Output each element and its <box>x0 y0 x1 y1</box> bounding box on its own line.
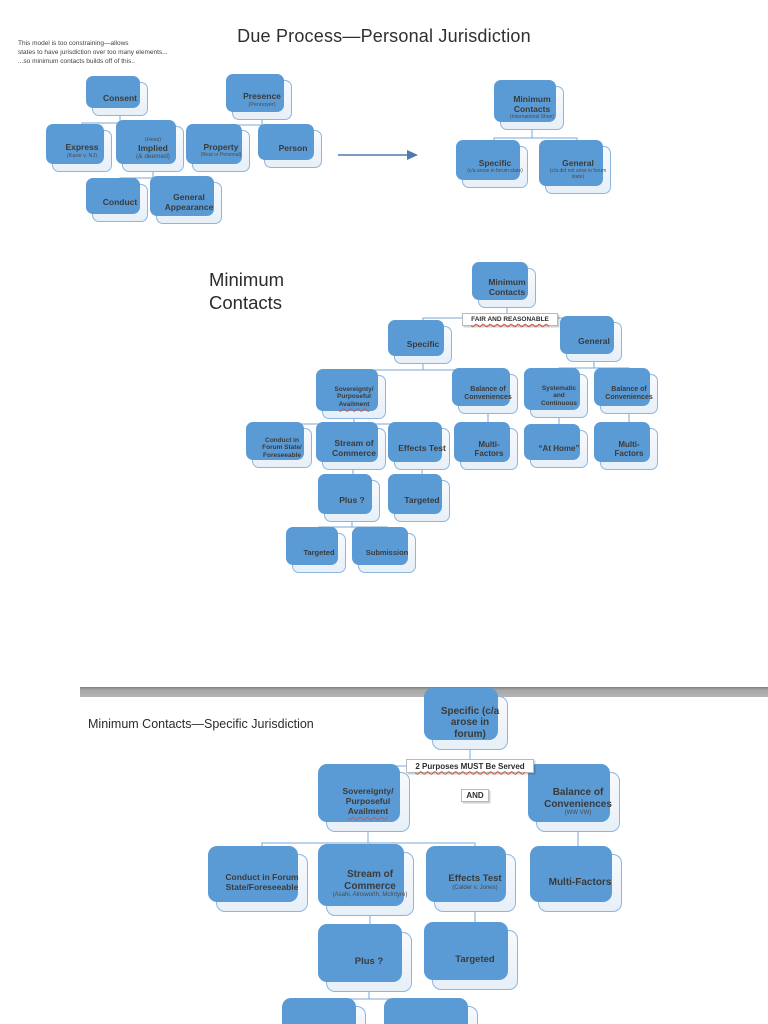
node-plus3: Plus ? <box>318 924 412 992</box>
node-multi-specific2: Multi-Factors <box>454 422 518 470</box>
annotation-line: states to have jurisdiction over too man… <box>18 48 168 56</box>
annotation-line: ...so minimum contacts builds off of thi… <box>18 57 135 65</box>
node-conduct: Conduct <box>86 178 148 222</box>
node-cutoff-right <box>384 998 478 1024</box>
diagram2-title: Minimum Contacts <box>209 269 285 314</box>
node-cutoff-left <box>282 998 366 1024</box>
node-general2: General <box>560 316 622 362</box>
node-consent: Consent <box>86 76 148 116</box>
node-express: Express (Kane v. NJ) <box>46 124 112 172</box>
diagram1-title: Due Process—Personal Jurisdiction <box>237 26 531 46</box>
node-sovereignty2: Sovereignty/ Purposeful Availment <box>316 369 386 419</box>
node-person: Person <box>258 124 322 168</box>
node-balance-general2: Balance of Conveniences <box>594 368 658 414</box>
right-arrow-icon <box>338 150 418 160</box>
two-purposes-label: 2 Purposes MUST Be Served <box>406 759 534 773</box>
node-general-jx: General (c/a did not arise in forum stat… <box>539 140 611 194</box>
node-multi3: Multi-Factors <box>530 846 622 912</box>
node-stream2: Stream of Commerce <box>316 422 386 470</box>
annotation-line: This model is too constraining—allows <box>18 40 129 47</box>
node-specific-jx: Specific (c/a arose in forum state) <box>456 140 528 188</box>
node-effects2: Effects Test <box>388 422 450 470</box>
node-minimum-contacts: Minimum Contacts (International Shoe) <box>494 80 564 130</box>
node-balance3: Balance of Conveniences (WW VW) <box>528 764 620 832</box>
node-general-appearance: General Appearance <box>150 176 222 224</box>
annotation-note: This model is too constraining—allows st… <box>18 40 168 66</box>
node-implied: (Hess) Implied (& deemed) <box>116 120 184 172</box>
node-submission2: Submission <box>352 527 416 573</box>
node-stream3: Stream of Commerce (Asahi, Ainsworth, Mc… <box>318 844 414 916</box>
node-at-home2: “At Home” <box>524 424 588 468</box>
node-targeted-plus2: Targeted <box>286 527 346 573</box>
node-effects3: Effects Test (Calder v. Jones) <box>426 846 516 912</box>
and-label: AND <box>461 789 489 802</box>
node-targeted-effects2: Targeted <box>388 474 450 522</box>
node-mc2: Minimum Contacts <box>472 262 536 308</box>
node-conduct-forum2: Conduct in Forum State/ Foreseeable <box>246 422 312 468</box>
node-specific2: Specific <box>388 320 452 364</box>
node-plus2: Plus ? <box>318 474 380 522</box>
node-sovereignty3: Sovereignty/ Purposeful Availment <box>318 764 410 832</box>
node-multi-general2: Multi-Factors <box>594 422 658 470</box>
node-presence: Presence (Pennoyer) <box>226 74 292 120</box>
node-property: Property (Real or Personal) <box>186 124 250 172</box>
node-specific3: Specific (c/a arose in forum) <box>424 688 508 750</box>
diagram3-title: Minimum Contacts—Specific Jurisdiction <box>88 717 314 731</box>
node-conduct-forum3: Conduct in Forum State/Foreseeable <box>208 846 308 912</box>
node-systematic2: Systematic and Continuous <box>524 368 588 418</box>
fair-and-reasonable-label: FAIR AND REASONABLE <box>462 313 558 326</box>
node-targeted3: Targeted <box>424 922 518 990</box>
node-balance-specific2: Balance of Conveniences <box>452 368 518 414</box>
